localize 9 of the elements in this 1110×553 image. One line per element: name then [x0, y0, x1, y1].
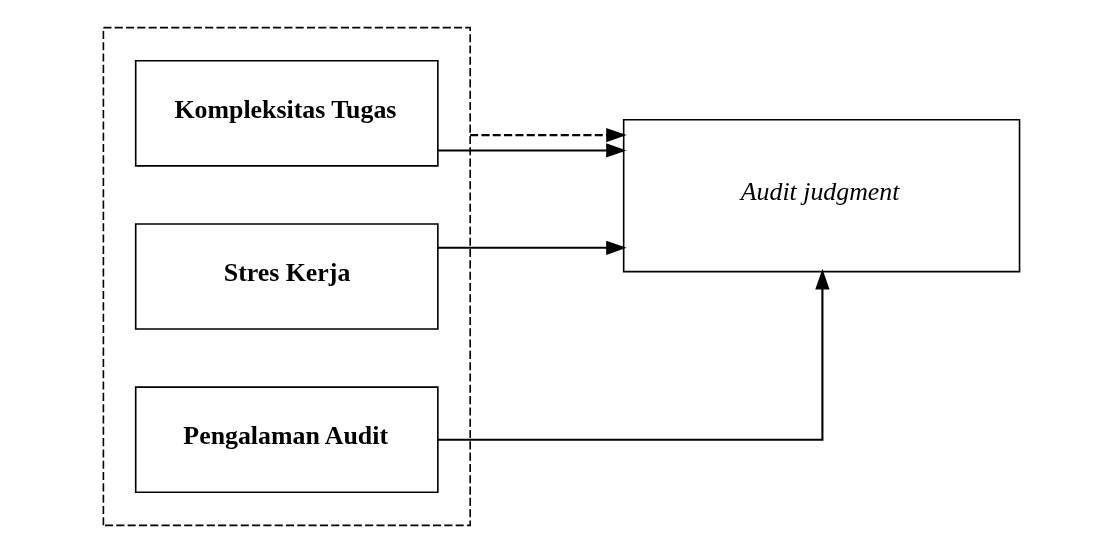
node-box: Audit judgment	[622, 118, 1021, 273]
arrow	[438, 269, 830, 441]
arrow	[437, 240, 627, 255]
node-box: Stres Kerja	[134, 223, 439, 330]
node-box: Kompleksitas Tugas	[134, 60, 439, 167]
arrow	[437, 143, 627, 158]
cluster	[102, 26, 471, 527]
arrow	[470, 127, 627, 143]
node-box: Pengalaman Audit	[134, 386, 439, 493]
